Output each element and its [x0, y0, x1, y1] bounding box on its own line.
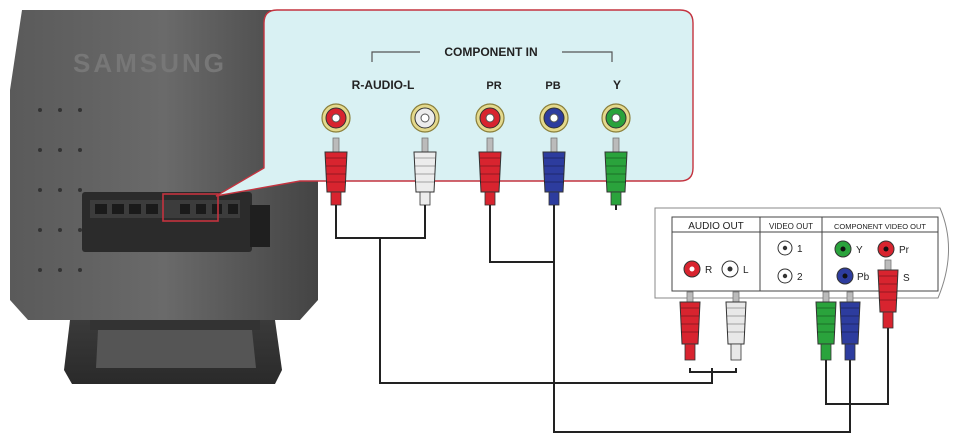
jack-audio-l[interactable] — [410, 103, 440, 133]
component-in-label: COMPONENT IN — [444, 45, 537, 59]
plug-pb — [542, 137, 566, 206]
cable-video-bridge — [489, 205, 555, 263]
audio-out-l-label: L — [743, 265, 749, 276]
jack-audio-r[interactable] — [321, 103, 351, 133]
callout-jack-row — [321, 103, 631, 133]
video-out-1-label: 1 — [797, 244, 803, 255]
component-y-label: Y — [856, 245, 863, 256]
video-out-header: VIDEO OUT — [769, 222, 813, 231]
audio-out-header: AUDIO OUT — [688, 221, 744, 232]
component-video-out-header: COMPONENT VIDEO OUT — [834, 222, 926, 231]
device-plug-y — [815, 291, 837, 361]
cable-audio-run — [379, 238, 713, 384]
monitor-rear: SAMSUNG — [10, 10, 318, 384]
monitor-power-socket — [250, 205, 270, 247]
cable-audio-bridge — [335, 205, 426, 239]
video-out-2-label: 2 — [797, 272, 803, 283]
device-plug-audio-l — [725, 291, 747, 361]
pr-label: PR — [486, 80, 501, 92]
monitor-vents — [38, 108, 82, 272]
monitor-brand-logo: SAMSUNG — [73, 48, 227, 78]
plug-audio-l — [413, 137, 437, 206]
plug-pr — [478, 137, 502, 206]
y-label: Y — [613, 78, 621, 92]
jack-pr[interactable] — [475, 103, 505, 133]
component-in-highlight-box — [162, 193, 219, 222]
plug-audio-r — [324, 137, 348, 206]
component-bracket-left — [371, 51, 420, 62]
device-plug-audio-r — [679, 291, 701, 361]
cable-runs — [335, 205, 889, 433]
plug-y — [604, 137, 628, 206]
device-plug-pr — [877, 259, 899, 329]
component-bracket-right — [562, 51, 613, 62]
monitor-stand-cutout — [96, 330, 256, 368]
source-device-panel: AUDIO OUT VIDEO OUT COMPONENT VIDEO OUT … — [654, 207, 949, 299]
component-pr-label: Pr — [899, 245, 910, 256]
device-panel-inner — [671, 216, 939, 292]
cable-video-run — [553, 262, 851, 433]
audio-label: R-AUDIO-L — [352, 78, 415, 92]
monitor-ports — [95, 204, 238, 214]
pb-label: PB — [545, 80, 560, 92]
jack-pb[interactable] — [539, 103, 569, 133]
component-in-callout: COMPONENT IN R-AUDIO-L PR PB Y — [215, 9, 694, 206]
device-plug-group — [679, 259, 899, 361]
audio-out-r-label: R — [705, 265, 712, 276]
cable-component-device-bundle — [825, 318, 889, 405]
jack-y[interactable] — [601, 103, 631, 133]
s-video-label: S — [903, 273, 910, 284]
device-plug-pb — [839, 291, 861, 361]
cable-audio-device-bridge — [689, 368, 737, 373]
component-pb-label: Pb — [857, 272, 870, 283]
callout-plug-row — [324, 137, 628, 206]
